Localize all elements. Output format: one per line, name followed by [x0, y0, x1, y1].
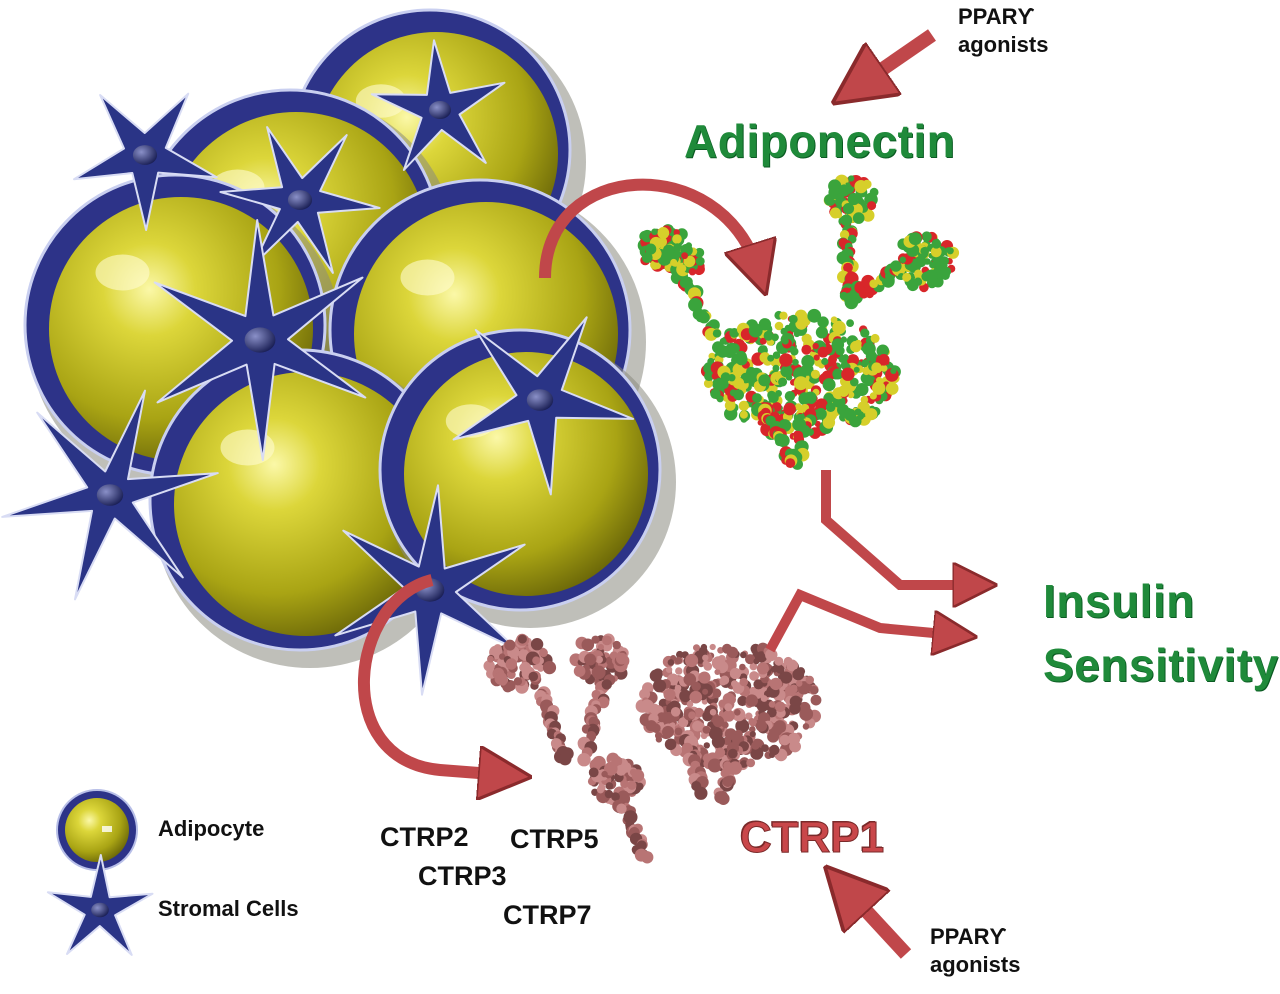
- adiponectin-label: Adiponectin: [684, 115, 956, 167]
- adiponectin-hmw-stalk-2: [784, 391, 818, 470]
- stromal-cell-1: [73, 92, 218, 231]
- ppar-top-line1: PPARϒ: [958, 4, 1035, 29]
- stromal-cell-5: [452, 316, 635, 496]
- adiponectin-proteins: [637, 174, 960, 470]
- ctrp1-to-insulin-arrow: [765, 588, 955, 650]
- ppar-top-line2: agonists: [958, 32, 1049, 57]
- adiponectin-hexamer-head-2: [890, 231, 960, 293]
- ctrp-head-3: [587, 752, 646, 806]
- ppar-bottom-line1: PPARϒ: [930, 924, 1007, 949]
- stromal-legend-icon: [46, 854, 154, 956]
- stromal-cells: [1, 39, 635, 696]
- legend-stromal-label: Stromal Cells: [158, 896, 299, 921]
- ctrp5-label: CTRP5: [510, 824, 599, 854]
- stromal-cell-4: [153, 219, 367, 461]
- ctrp-proteins: [483, 633, 822, 864]
- ctrp3-label: CTRP3: [418, 861, 507, 891]
- ctrp-head-2: [569, 633, 630, 687]
- legend-icons: [46, 789, 154, 956]
- ctrp1-stalk-2: [713, 734, 749, 805]
- ctrp1-label: CTRP1: [739, 813, 885, 862]
- ctrp1-stalk-1: [679, 730, 709, 800]
- adiponectin-hmw-stalk-1: [751, 393, 797, 465]
- secretion-arrow-ctrp: [357, 574, 505, 775]
- ppar-top-label: PPARϒ agonists: [958, 6, 1048, 56]
- adiponectin-hexamer-head-1: [823, 174, 879, 227]
- ctrp-stalk-3: [611, 792, 654, 864]
- adipocyte-legend-icon: [56, 789, 138, 871]
- ppar-bottom-line2: agonists: [930, 952, 1021, 977]
- ctrp1-hmw-head: [635, 642, 822, 773]
- ctrp-stalk-1: [534, 686, 574, 766]
- stromal-legend-star: [46, 854, 154, 956]
- adiponectin-trimer-head-1b: [667, 243, 705, 277]
- arrows: [357, 29, 975, 959]
- stromal-cell-2: [370, 39, 506, 171]
- sensitivity-label: Sensitivity: [1043, 639, 1279, 691]
- secretion-arrow-adiponectin: [539, 178, 758, 278]
- ppar-bottom-arrow: [846, 889, 912, 959]
- ppar-bottom-label: PPARϒ agonists: [930, 926, 1020, 976]
- ctrp-head-1: [483, 633, 557, 694]
- legend-adipocyte-label: Adipocyte: [158, 816, 265, 841]
- ctrp7-label: CTRP7: [503, 900, 592, 930]
- insulin-label: Insulin: [1043, 575, 1195, 627]
- ctrp2-label: CTRP2: [380, 822, 469, 852]
- ctrp-stalk-2: [577, 674, 616, 767]
- ppar-top-arrow: [858, 29, 936, 86]
- adiponectin-to-insulin-arrow: [821, 470, 975, 585]
- stromal-cell-6: [1, 389, 219, 601]
- adipocyte-5: [148, 348, 466, 668]
- stromal-cell-3: [219, 126, 381, 274]
